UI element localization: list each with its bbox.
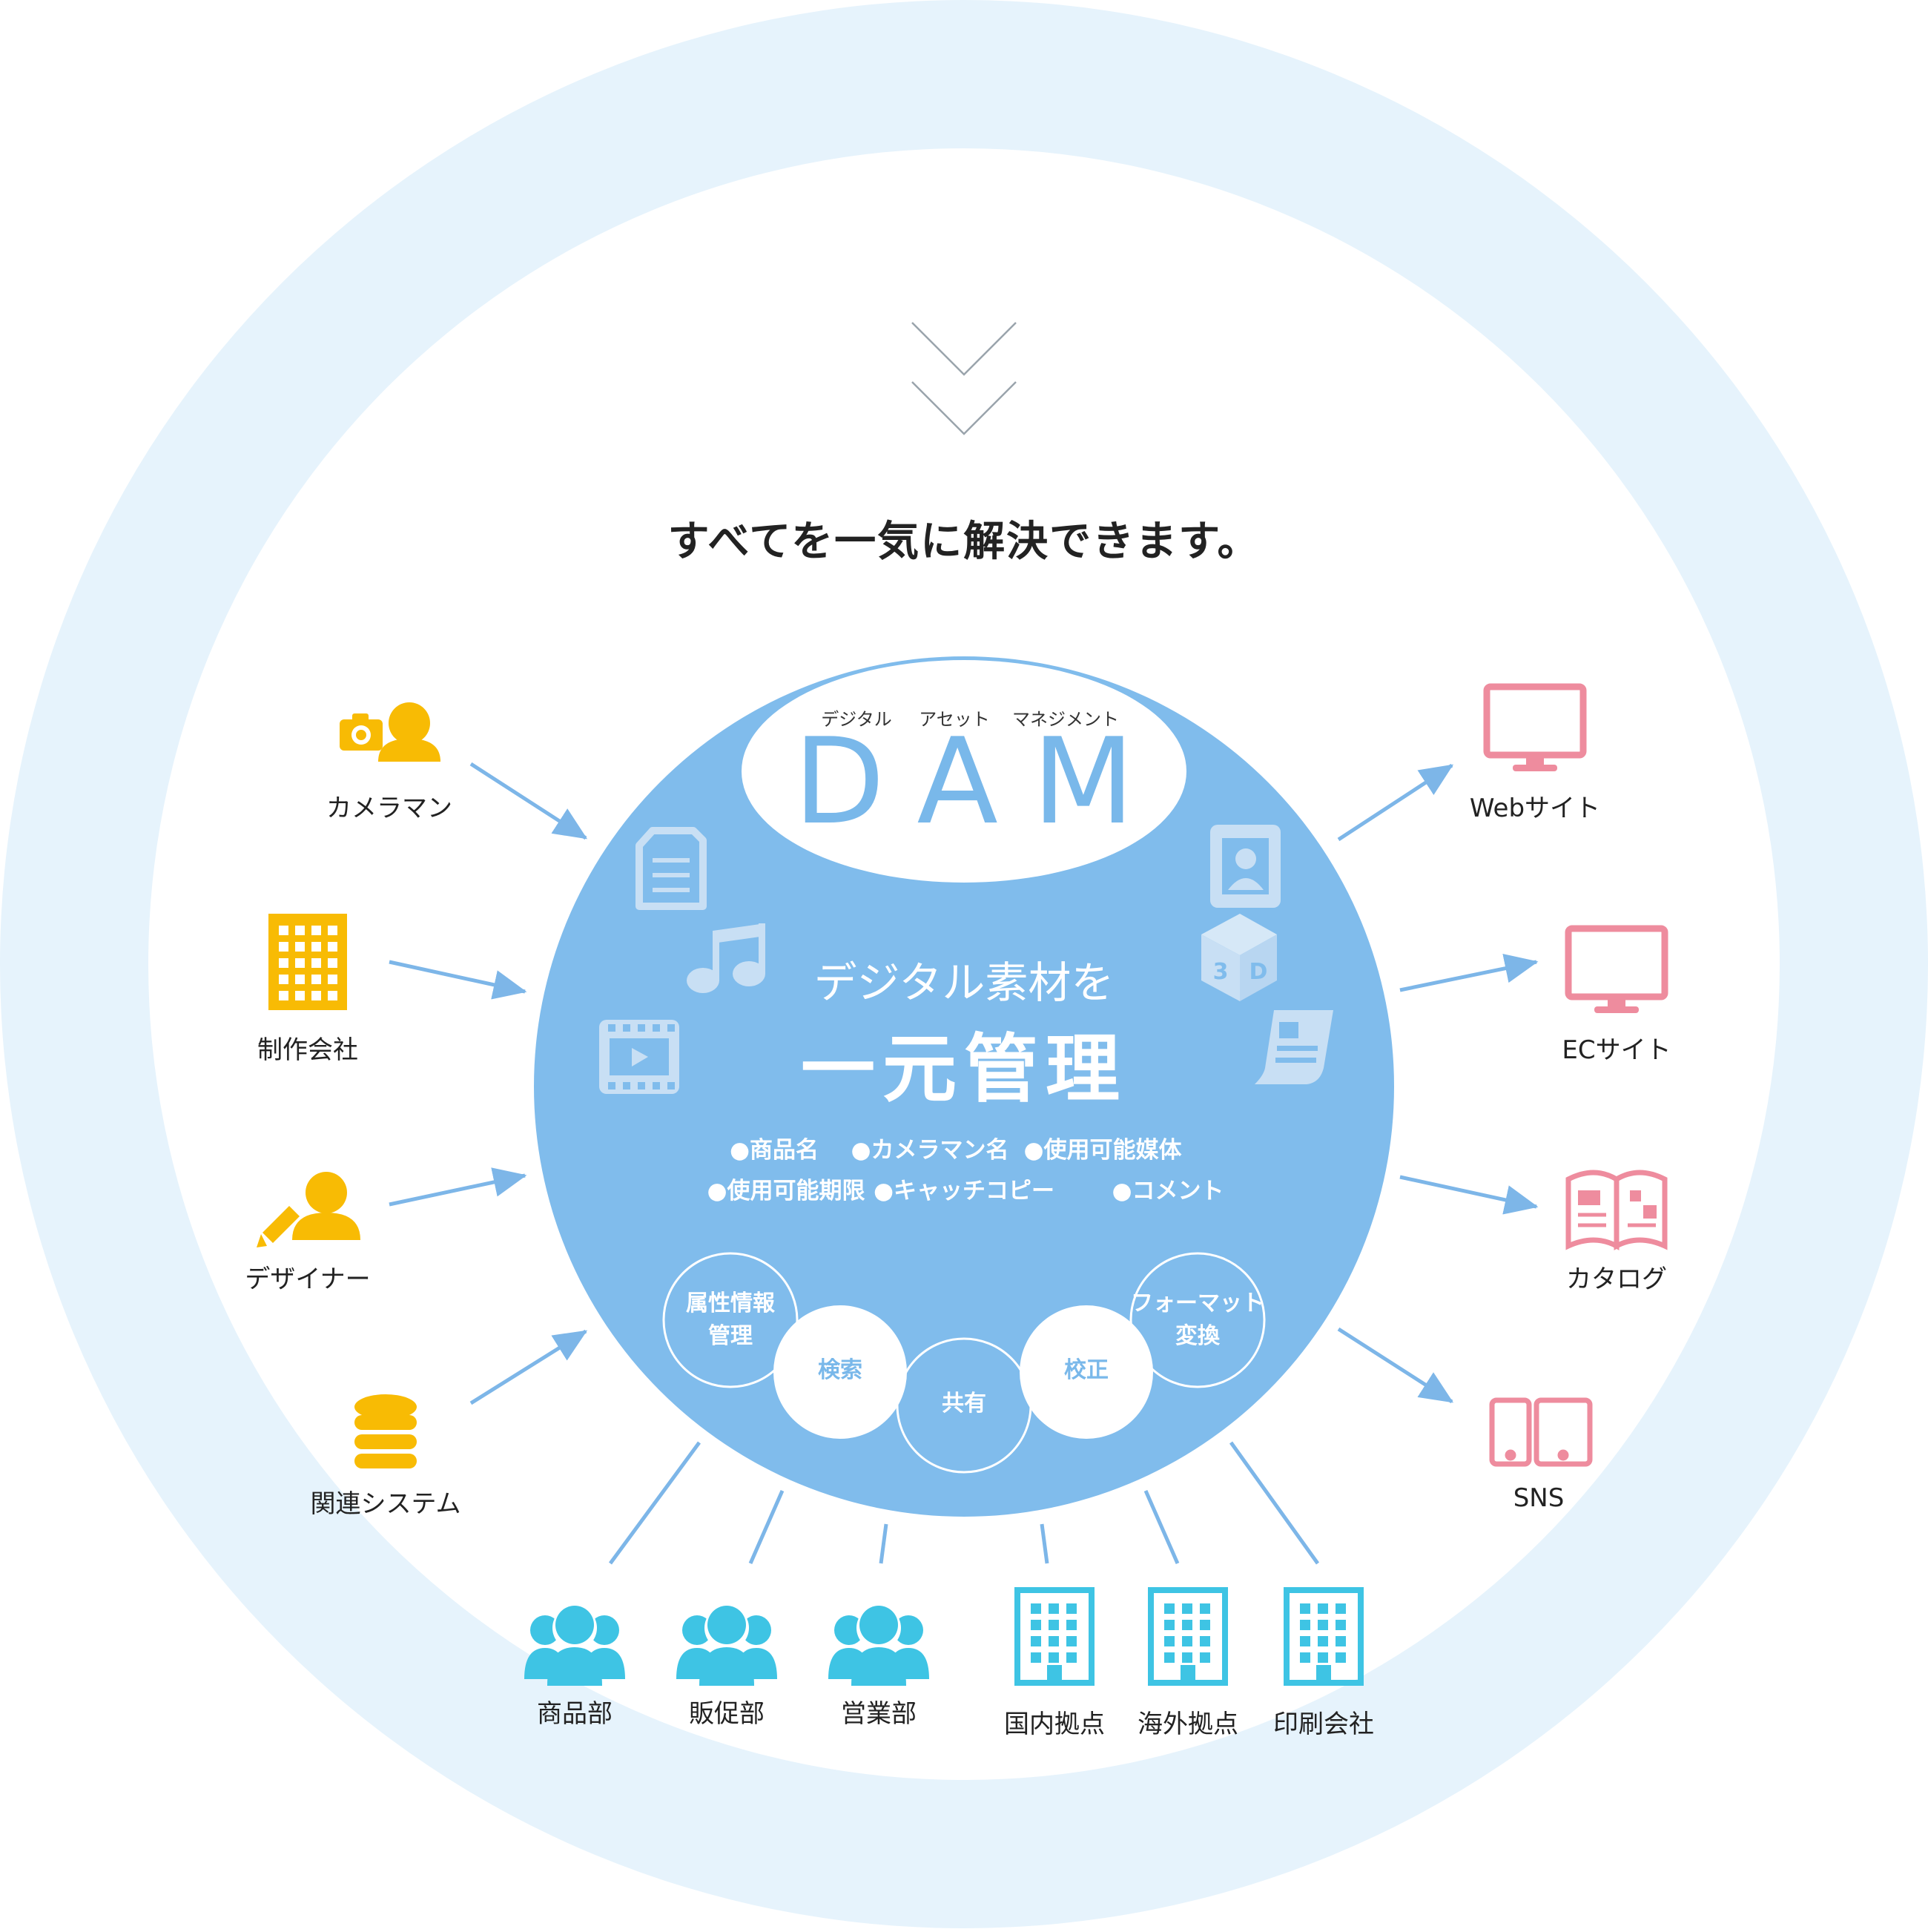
center-line2: 一元管理 (801, 1026, 1127, 1112)
cube-3d-icon: 3 D (1201, 914, 1277, 1001)
user-spoke (608, 1441, 701, 1565)
user-spoke (1143, 1489, 1180, 1565)
connection-arrow (1337, 763, 1454, 842)
user-spoke (1229, 1441, 1320, 1565)
connection-arrow (389, 960, 527, 1000)
function-format-conversion: フォーマット 変換 (1131, 1290, 1264, 1349)
ruby-asset: アセット (919, 709, 990, 730)
attribute-item: ●使用可能期限 (707, 1178, 865, 1204)
group-icon (676, 1606, 777, 1686)
scroll-icon (1255, 1010, 1333, 1084)
output-label-ec-site: ECサイト (1562, 1035, 1671, 1065)
user-spokes (608, 1441, 1320, 1565)
document-icon (635, 827, 707, 910)
connection-arrow (389, 1167, 527, 1207)
user-group-icons (524, 1606, 929, 1686)
user-building-icons (1014, 1587, 1364, 1686)
connection-arrow (1399, 954, 1539, 992)
function-search: 検索 (818, 1357, 862, 1383)
connection-arrow (469, 762, 588, 840)
monitor-icon (1483, 683, 1587, 771)
building-icon (1284, 1587, 1364, 1686)
user-label-domestic-offices: 国内拠点 (1004, 1710, 1105, 1739)
function-attribute-management: 属性情報 管理 (686, 1290, 775, 1349)
catalog-book-icon (1565, 1170, 1668, 1250)
smartphone-tablet-icon (1489, 1397, 1593, 1467)
user-spoke (748, 1489, 785, 1565)
svg-text:3: 3 (1213, 959, 1229, 985)
ruby-digital: デジタル (821, 709, 892, 730)
chevron-down-icon (911, 322, 1017, 435)
function-circles (662, 1252, 1266, 1474)
output-label-catalog: カタログ (1566, 1265, 1667, 1294)
dam-logo: DAM (793, 712, 1169, 851)
attribute-item: ●商品名 (729, 1137, 819, 1164)
user-label-sales-dept: 営業部 (841, 1699, 917, 1729)
music-note-icon (687, 923, 765, 993)
user-spoke (1040, 1523, 1049, 1564)
connection-arrow (1337, 1327, 1454, 1404)
user-label-product-dept: 商品部 (537, 1699, 613, 1729)
user-spoke (879, 1523, 888, 1564)
dam-hub (534, 656, 1394, 1517)
attribute-item: ●コメント (1112, 1178, 1224, 1204)
output-label-sns: SNS (1513, 1483, 1565, 1513)
output-label-website: Webサイト (1469, 794, 1601, 823)
connection-arrow (469, 1329, 588, 1405)
function-share: 共有 (942, 1391, 986, 1417)
attribute-item: ●キャッチコピー (873, 1178, 1055, 1204)
connection-arrows (389, 762, 1539, 1405)
attribute-item: ●カメラマン名 (851, 1137, 1009, 1164)
input-label-related-systems: 関連システム (310, 1489, 461, 1519)
group-icon (828, 1606, 929, 1686)
connection-arrow (1399, 1175, 1539, 1215)
input-label-production-company: 制作会社 (257, 1035, 358, 1065)
building-icon (268, 914, 347, 1010)
camera-person-icon (340, 702, 440, 762)
user-label-promotion-dept: 販促部 (689, 1699, 765, 1729)
headline: すべてを一気に解決できます。 (667, 518, 1261, 566)
ruby-management: マネジメント (1012, 709, 1119, 730)
building-icon (1014, 1587, 1095, 1686)
input-label-cameraman: カメラマン (326, 794, 452, 823)
group-icon (524, 1606, 625, 1686)
user-label-printing-company: 印刷会社 (1273, 1710, 1374, 1739)
function-proof: 校正 (1064, 1357, 1109, 1383)
video-icon (599, 1020, 679, 1094)
input-label-designer: デザイナー (245, 1265, 371, 1294)
user-label-overseas-offices: 海外拠点 (1138, 1710, 1238, 1739)
attribute-item: ●使用可能媒体 (1023, 1137, 1182, 1164)
designer-pencil-person-icon (257, 1172, 360, 1247)
svg-text:D: D (1249, 959, 1268, 985)
building-icon (1148, 1587, 1228, 1686)
profile-card-icon (1210, 825, 1281, 908)
center-line1: デジタル素材を (813, 957, 1115, 1008)
monitor-icon (1565, 925, 1668, 1013)
dam-logo-ellipse (742, 660, 1186, 883)
database-icon (354, 1394, 417, 1468)
